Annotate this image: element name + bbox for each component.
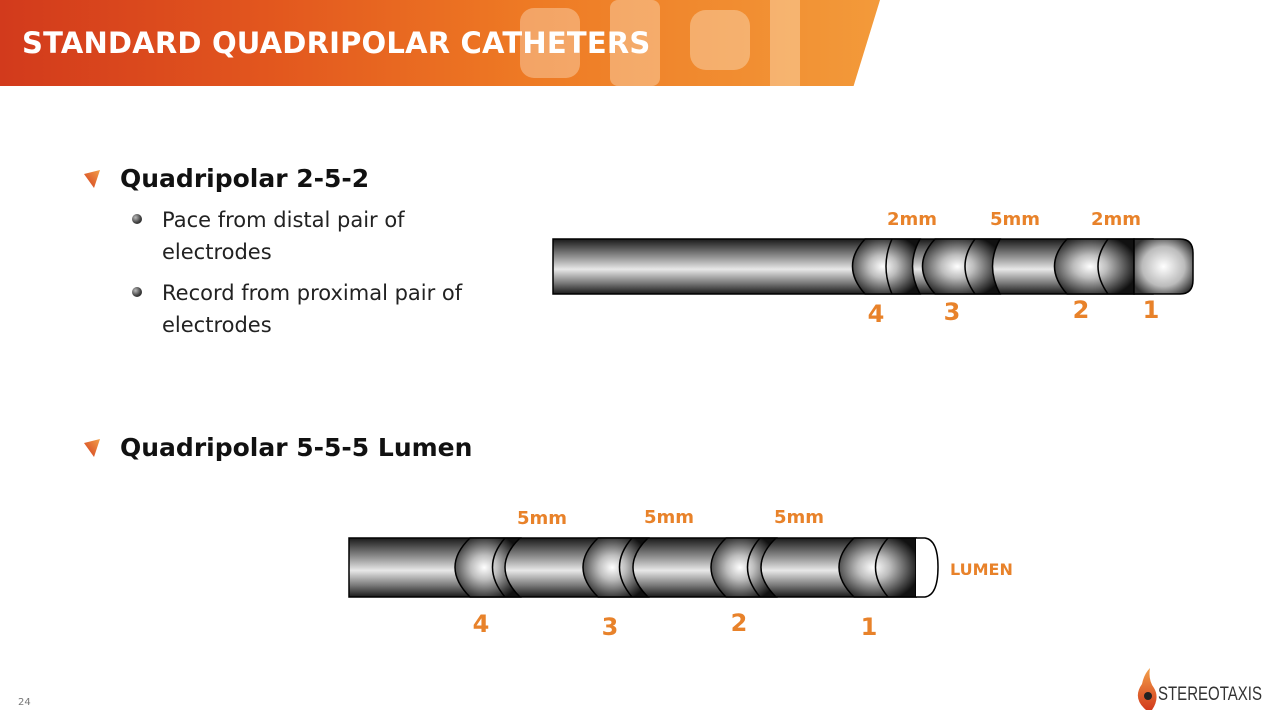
electrode-band-2 [710, 537, 778, 598]
electrode-divider [964, 238, 976, 295]
sub-bullet: Pace from distal pair of electrodes [132, 204, 512, 268]
tip-electrode-1 [1133, 238, 1194, 295]
spacing-label: 2mm [887, 209, 937, 230]
sub-bullet-text: Record from proximal pair of electrodes [162, 281, 463, 337]
electrode-band-3 [582, 537, 650, 598]
slide-title: STANDARD QUADRIPOLAR CATHETERS [22, 26, 651, 60]
electrode-divider [885, 238, 893, 295]
electrode-number: 4 [473, 610, 490, 638]
header-banner [0, 0, 880, 86]
electrode-number: 1 [861, 613, 878, 641]
bullet-quadripolar-252: Quadripolar 2-5-2 [84, 164, 369, 193]
electrode-number: 2 [1073, 296, 1090, 324]
flame-icon [1137, 668, 1157, 710]
bullet-heading: Quadripolar 5-5-5 Lumen [120, 433, 473, 462]
catheter-252-diagram: 2mm 5mm 2mm 4 3 2 1 [552, 209, 1194, 328]
electrode-number: 3 [944, 298, 961, 326]
lumen-tip [916, 537, 939, 598]
lumen-label: LUMEN [950, 560, 1013, 579]
electrode-number: 1 [1143, 296, 1160, 324]
electrode-divider [746, 537, 761, 598]
spacing-label: 5mm [990, 209, 1040, 230]
sub-bullet: Record from proximal pair of electrodes [132, 277, 512, 341]
electrode-band-3 [921, 238, 1002, 295]
sub-bullet-text: Pace from distal pair of electrodes [162, 208, 405, 264]
spacing-label: 5mm [774, 507, 824, 528]
electrode-divider [491, 537, 506, 598]
bullet-quadripolar-555: Quadripolar 5-5-5 Lumen [84, 433, 472, 462]
electrode-number: 2 [731, 609, 748, 637]
electrode-band-1 [838, 537, 917, 598]
electrode-divider [618, 537, 633, 598]
spacing-label: 5mm [644, 507, 694, 528]
electrode-band-2 [1053, 238, 1135, 295]
electrode-number: 4 [868, 300, 885, 328]
bullet-heading: Quadripolar 2-5-2 [120, 164, 370, 193]
spacing-label: 5mm [517, 508, 567, 529]
arrow-bullet-icon [84, 438, 100, 457]
arrow-bullet-icon [84, 169, 100, 188]
stereotaxis-logo: STEREOTAXIS [1137, 668, 1262, 710]
electrode-band-4 [454, 537, 522, 598]
electrode-number: 3 [602, 613, 619, 641]
page-number: 24 [18, 697, 31, 708]
catheter-555-lumen-diagram: 5mm 5mm 5mm LUMEN 4 3 2 1 [348, 507, 1013, 641]
dot-bullet-icon [132, 287, 142, 297]
electrode-divider [1097, 238, 1109, 295]
header-background-art [520, 0, 800, 86]
logo-wordmark: STEREOTAXIS [1158, 684, 1262, 705]
spacing-label: 2mm [1091, 209, 1141, 230]
dot-bullet-icon [132, 214, 142, 224]
electrode-divider [874, 537, 889, 598]
